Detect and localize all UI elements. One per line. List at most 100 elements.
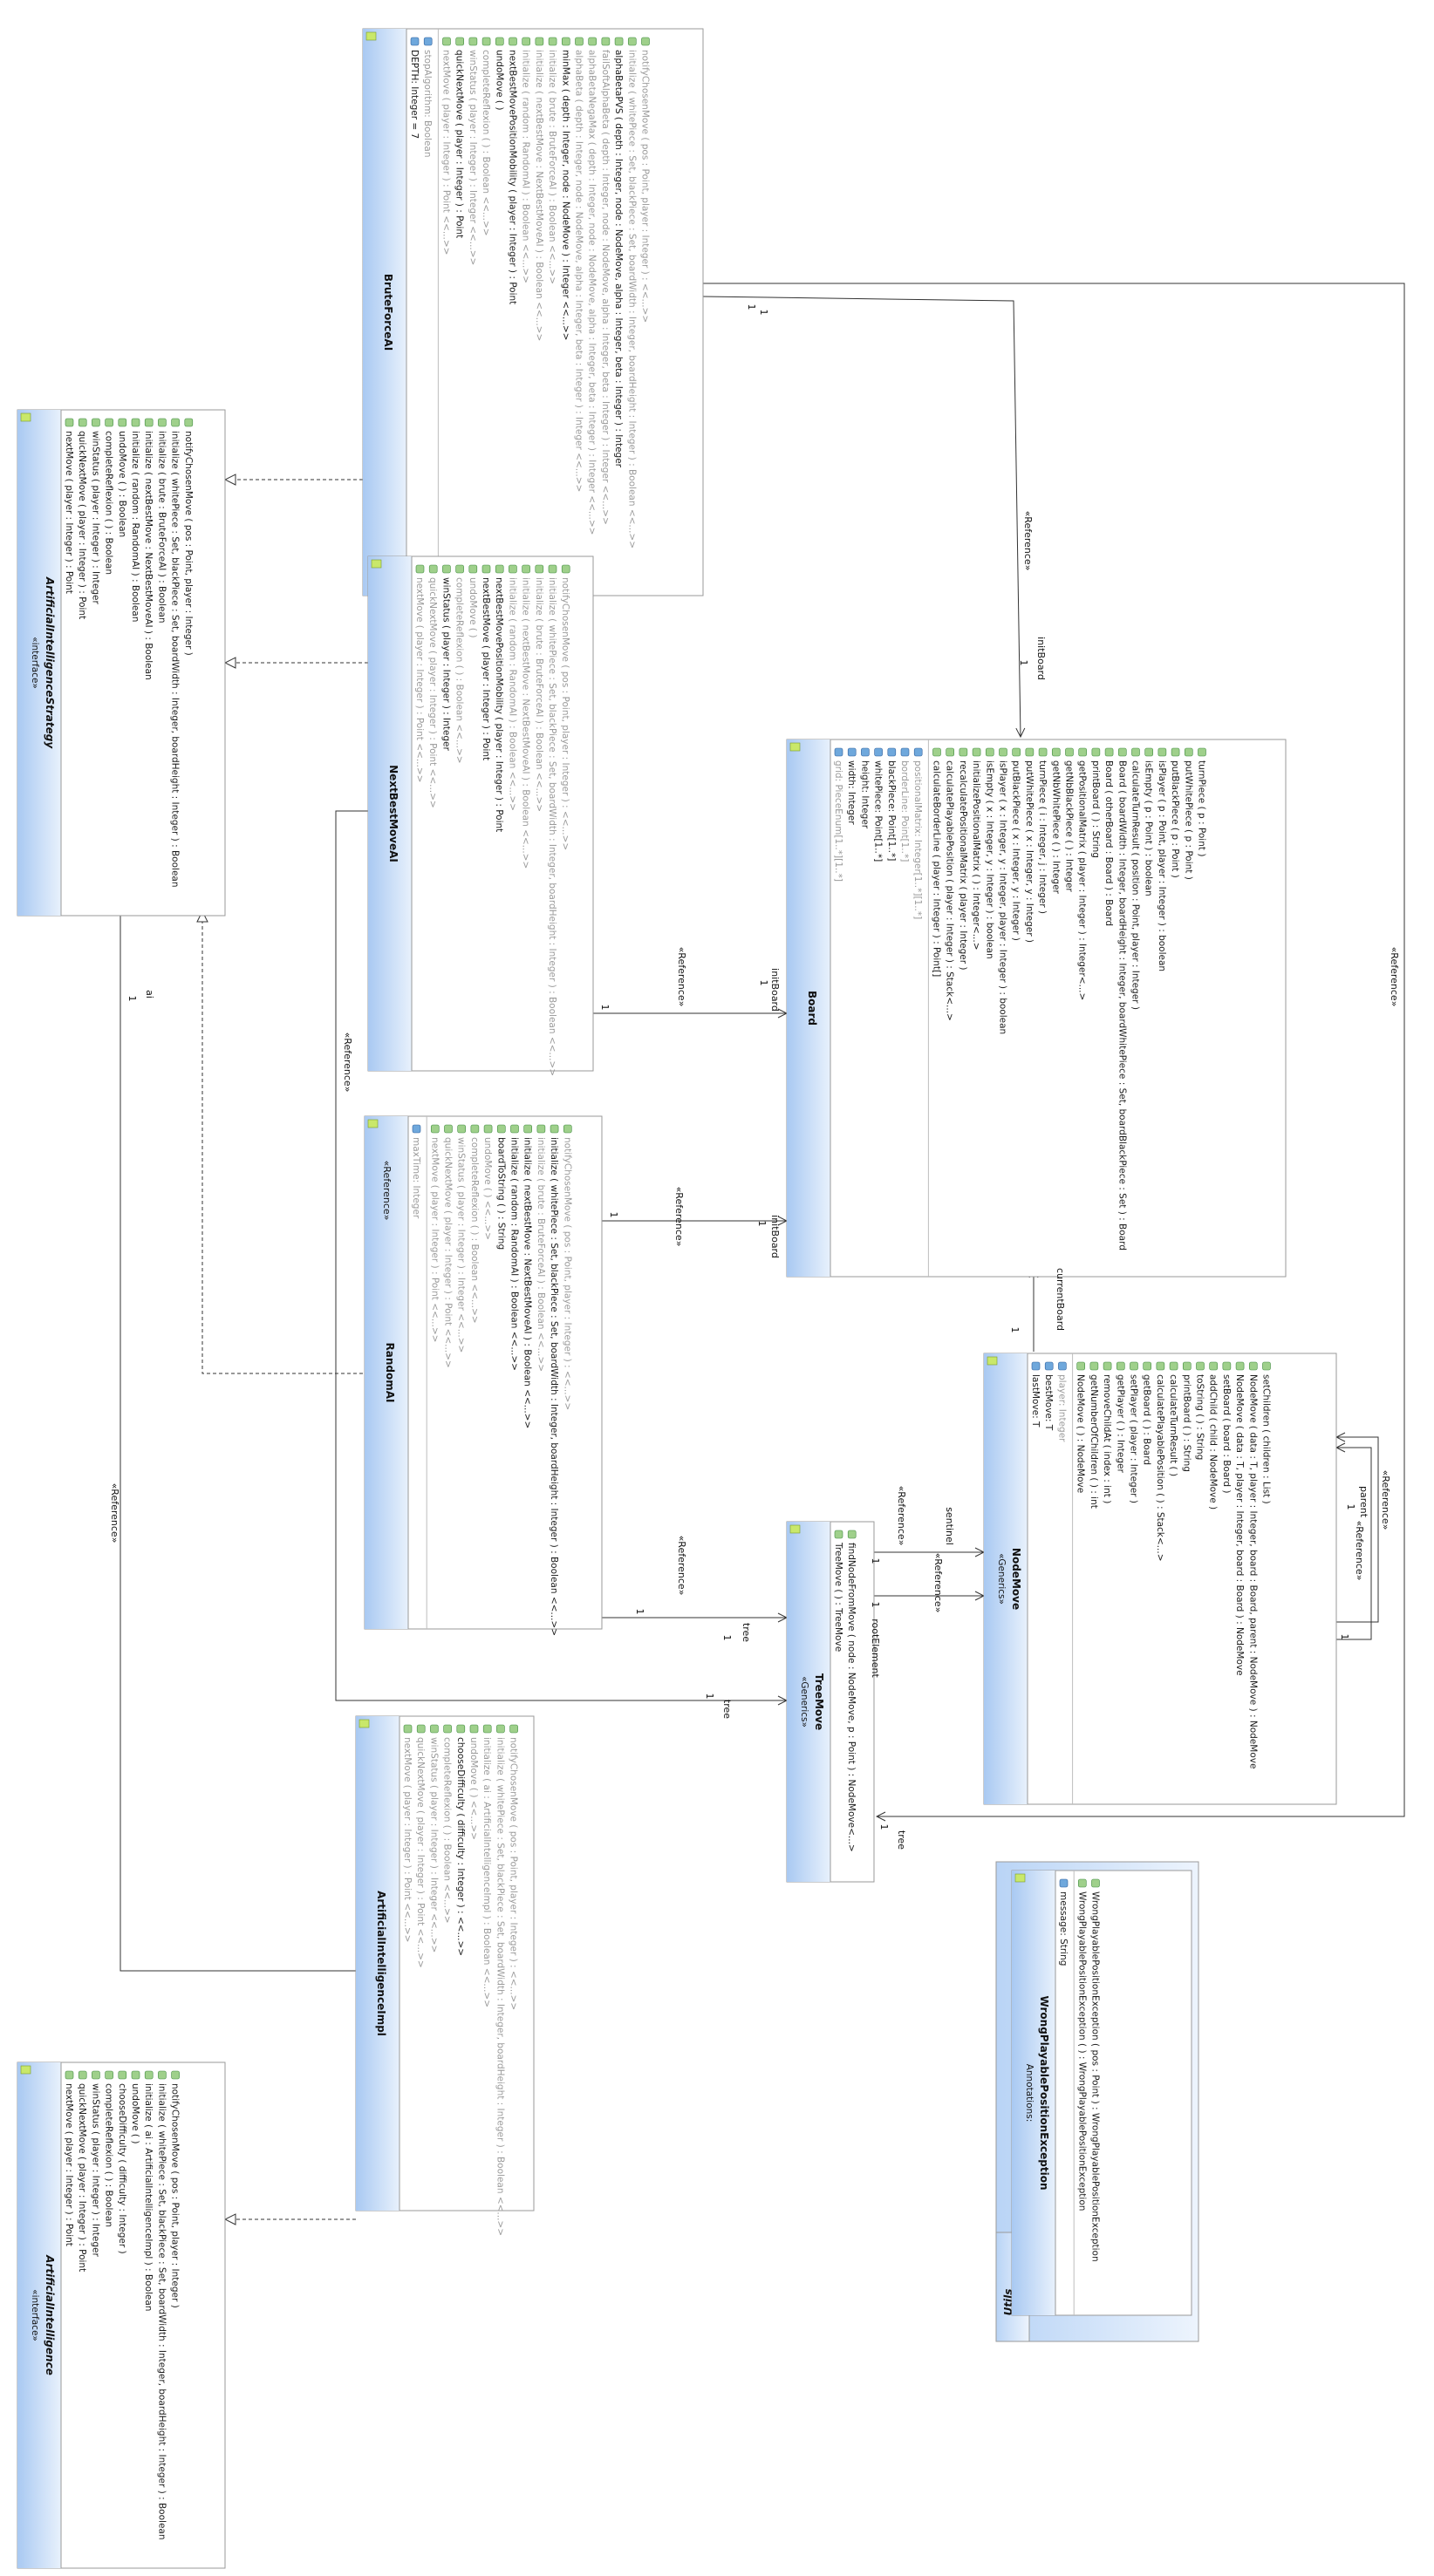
class-method[interactable]: calculatePlayablePosition ( player : Int… — [945, 760, 955, 1021]
class-strategy[interactable]: «interface»ArtificialIntelligenceStrateg… — [17, 409, 226, 917]
class-method[interactable]: completeReflexion ( ) : Boolean <<...>> — [454, 577, 465, 764]
class-method[interactable]: putWhitePiece ( x : Integer, y : Integer… — [1024, 760, 1035, 943]
class-method[interactable]: recalculatePositionalMatrix ( player : I… — [958, 760, 968, 971]
class-method[interactable]: initialize ( brute : BruteForceAI ) : Bo… — [547, 50, 557, 284]
class-method[interactable]: initialize ( whitePiece : Set, blackPiec… — [626, 50, 637, 549]
class-method[interactable]: calculateBorderLine ( player : Integer )… — [931, 760, 941, 977]
class-method[interactable]: toString ( ) : String — [1194, 1374, 1205, 1460]
class-method[interactable]: quickNextMove ( player : Integer ) : Poi… — [77, 431, 87, 619]
class-method[interactable]: NodeMove ( data : T, player : Integer, b… — [1247, 1374, 1258, 1768]
class-method[interactable]: isPlayer ( x : Integer, y : Integer, pla… — [997, 760, 1007, 1034]
class-field[interactable]: width: Integer — [846, 760, 857, 825]
class-method[interactable]: winStatus ( player : Integer ) : Integer — [90, 431, 100, 604]
class-method[interactable]: initializePositionalMatrix ( ) : Integer… — [971, 760, 981, 951]
class-method[interactable]: isEmpty ( p : Point ) : boolean — [1144, 760, 1154, 896]
class-method[interactable]: putBlackPiece ( x : Integer, y : Integer… — [1011, 760, 1021, 941]
class-method[interactable]: calculateTurnResult ( position : Point, … — [1130, 760, 1140, 1010]
class-method[interactable]: initialize ( brute : BruteForceAI ) : Bo… — [536, 1137, 546, 1372]
class-method[interactable]: undoMove ( ) — [468, 577, 478, 637]
class-field[interactable]: blackPiece: Point[1..*] — [886, 760, 897, 861]
class-method[interactable]: initialize ( brute : BruteForceAI ) : Bo… — [156, 431, 167, 624]
class-method[interactable]: completeReflexion ( ) : Boolean <<...>> — [481, 50, 491, 236]
class-exception[interactable]: Annotations:WrongPlayablePositionExcepti… — [1011, 1870, 1192, 2316]
class-method[interactable]: initialize ( random : RandomAI ) : Boole… — [130, 431, 140, 622]
class-method[interactable]: initialize ( nextBestMove : NextBestMove… — [143, 431, 154, 680]
class-ai[interactable]: «interface»ArtificialIntelligencenextMov… — [17, 2061, 226, 2569]
class-method[interactable]: winStatus ( player : Integer ) : Integer… — [456, 1137, 467, 1353]
class-method[interactable]: printBoard ( ) : String — [1090, 760, 1101, 858]
class-method[interactable]: removeChildAt ( index : int ) — [1102, 1374, 1112, 1503]
class-method[interactable]: setChildren ( children : List ) — [1260, 1374, 1271, 1504]
class-method[interactable]: initialize ( whitePiece : Set, blackPiec… — [170, 431, 181, 888]
class-method[interactable]: initialize ( nextBestMove : NextBestMove… — [521, 577, 531, 869]
class-field[interactable]: maxTime: Integer — [411, 1137, 421, 1219]
class-field[interactable]: borderLine: Point[1..*] — [899, 760, 910, 862]
class-field[interactable]: player: Integer — [1056, 1374, 1067, 1442]
class-method[interactable]: nextMove ( player : Integer ) : Point <<… — [414, 577, 425, 782]
class-method[interactable]: notifyChosenMove ( pos : Point, player :… — [562, 1137, 572, 1410]
class-method[interactable]: NodeMove ( ) : NodeMove — [1076, 1374, 1086, 1493]
class-method[interactable]: Board ( boardWidth : Integer, boardHeigh… — [1116, 760, 1127, 1251]
class-method[interactable]: nextMove ( player : Integer ) : Point <<… — [440, 50, 451, 255]
class-method[interactable]: initialize ( ai : ArtificialIntelligence… — [143, 2083, 154, 2311]
class-method[interactable]: failSoftAlphaBeta ( depth : Integer, nod… — [600, 50, 611, 525]
class-method[interactable]: printBoard ( ) : String — [1181, 1374, 1192, 1472]
class-method[interactable]: nextBestMovePositionMobility ( player : … — [507, 50, 517, 304]
class-method[interactable]: quickNextMove ( player : Integer ) : Poi… — [427, 577, 438, 808]
class-method[interactable]: getPlayer ( ) : Integer — [1115, 1374, 1125, 1473]
class-method[interactable]: initialize ( random : RandomAI ) : Boole… — [507, 577, 517, 811]
class-method[interactable]: winStatus ( player : Integer ) : Integer… — [468, 50, 478, 265]
class-field[interactable]: height: Integer — [859, 760, 870, 829]
class-method[interactable]: undoMove ( ) <<...>> — [468, 1737, 479, 1840]
class-method[interactable]: notifyChosenMove ( pos : Point, player :… — [560, 577, 570, 850]
class-method[interactable]: chooseDifficulty ( difficulty : Integer … — [117, 2083, 127, 2254]
class-method[interactable]: getNbBlackPiece ( ) : Integer — [1063, 760, 1074, 892]
class-method[interactable]: initialize ( whitePiece : Set, blackPiec… — [495, 1737, 505, 2236]
class-method[interactable]: notifyChosenMove ( pos : Point, player :… — [183, 431, 194, 656]
class-method[interactable]: alphaBetaNegaMax ( depth : Integer, node… — [587, 50, 598, 535]
class-method[interactable]: WrongPlayablePositionException ( ) : Wro… — [1076, 1891, 1087, 2211]
class-method[interactable]: NodeMove ( data : T, player : Integer, b… — [1234, 1374, 1245, 1676]
class-method[interactable]: initialize ( ai : ArtificialIntelligence… — [481, 1737, 492, 2007]
class-field[interactable]: message: String — [1058, 1891, 1069, 1966]
class-method[interactable]: completeReflexion ( ) : Boolean — [104, 2083, 114, 2227]
class-method[interactable]: isEmpty ( x : Integer, y : Integer ) : b… — [984, 760, 994, 959]
class-method[interactable]: nextMove ( player : Integer ) : Point <<… — [402, 1737, 413, 1942]
class-method[interactable]: calculateTurnResult ( ) — [1168, 1374, 1178, 1476]
class-method[interactable]: undoMove ( ) — [494, 50, 504, 110]
class-method[interactable]: undoMove ( ) : Boolean — [117, 431, 127, 537]
class-method[interactable]: nextBestMovePositionMobility ( player : … — [494, 577, 504, 832]
class-method[interactable]: getNbWhitePiece ( ) : Integer — [1050, 760, 1061, 895]
class-method[interactable]: completeReflexion ( ) : Boolean <<...>> — [469, 1137, 480, 1324]
class-method[interactable]: getBoard ( ) : Board — [1142, 1374, 1152, 1465]
class-method[interactable]: putWhitePiece ( p : Point ) — [1183, 760, 1193, 880]
class-method[interactable]: quickNextMove ( player : Integer ) : Poi… — [415, 1737, 426, 1968]
class-field[interactable]: stopAlgorithm: Boolean — [422, 50, 433, 158]
class-method[interactable]: quickNextMove ( player : Integer ) : Poi… — [442, 1137, 453, 1368]
class-method[interactable]: quickNextMove ( player : Integer ) : Poi… — [454, 50, 465, 238]
class-method[interactable]: undoMove ( ) — [130, 2083, 140, 2143]
class-method[interactable]: getNumberOfChildren ( ) : int — [1089, 1374, 1099, 1509]
class-method[interactable]: winStatus ( player : Integer ) : Integer — [90, 2083, 100, 2257]
class-method[interactable]: setBoard ( board : Board ) — [1221, 1374, 1232, 1494]
class-method[interactable]: quickNextMove ( player : Integer ) : Poi… — [77, 2083, 87, 2272]
class-method[interactable]: notifyChosenMove ( pos : Point, player :… — [639, 50, 650, 323]
class-method[interactable]: initialize ( nextBestMove : NextBestMove… — [522, 1137, 533, 1428]
class-method[interactable]: boardToString ( ) : String — [495, 1137, 506, 1250]
class-method[interactable]: isPlayer ( p : Point, player : Integer )… — [1157, 760, 1167, 971]
class-method[interactable]: initialize ( random : RandomAI ) : Boole… — [509, 1137, 519, 1371]
class-method[interactable]: initialize ( nextBestMove : NextBestMove… — [534, 50, 544, 341]
class-method[interactable]: WrongPlayablePositionException ( pos : P… — [1089, 1891, 1100, 2262]
class-field[interactable]: whitePiece: Point[1..*] — [873, 760, 884, 862]
class-method[interactable]: turnPiece ( p : Point ) — [1196, 760, 1206, 856]
class-method[interactable]: alphaBetaPVS ( depth : Integer, node : N… — [613, 50, 624, 468]
class-method[interactable]: undoMove ( ) <<...>> — [482, 1137, 493, 1240]
class-field[interactable]: positionalMatrix: Integer[1..*][1..*] — [912, 760, 923, 919]
class-field[interactable]: grid: PieceEnum[1..*][1..*] — [833, 760, 843, 882]
class-method[interactable]: notifyChosenMove ( pos : Point, player :… — [170, 2083, 181, 2308]
class-method[interactable]: nextMove ( player : Integer ) : Point — [64, 431, 74, 594]
